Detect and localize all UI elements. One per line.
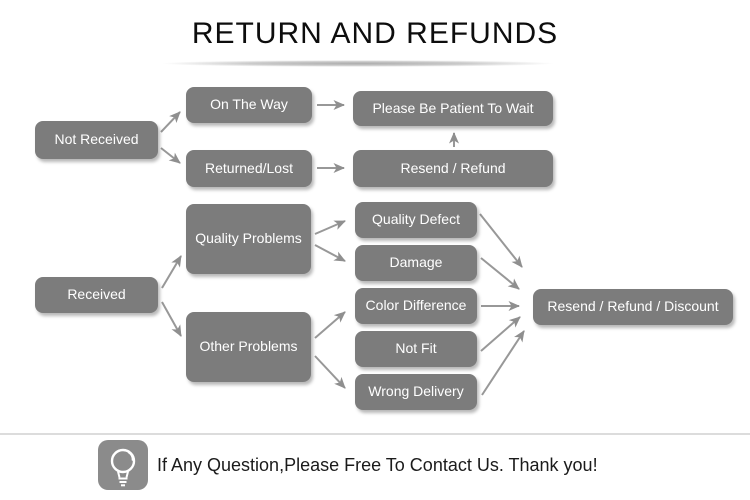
node-wrong-delivery: Wrong Delivery	[355, 374, 477, 410]
light-bulb-icon	[98, 440, 148, 490]
node-returned-lost: Returned/Lost	[186, 150, 312, 187]
edge-other-problems-to-wrong-delivery	[314, 355, 346, 389]
edge-other-problems-to-color-difference	[314, 311, 346, 339]
edge-received-to-quality-problems	[161, 255, 182, 289]
edge-quality-problems-to-quality-defect	[314, 220, 346, 235]
edge-quality-defect-to-final	[479, 213, 523, 268]
node-quality-defect: Quality Defect	[355, 202, 477, 238]
page-title: RETURN AND REFUNDS	[191, 17, 559, 50]
edge-not-received-to-returned-lost	[160, 147, 181, 164]
node-damage: Damage	[355, 245, 477, 281]
node-resend-refund: Resend / Refund	[353, 150, 553, 187]
node-received: Received	[35, 277, 158, 313]
node-not-received: Not Received	[35, 121, 158, 159]
node-on-the-way: On The Way	[186, 87, 312, 123]
node-resend-refund-discount: Resend / Refund / Discount	[533, 289, 733, 325]
node-color-difference: Color Difference	[355, 288, 477, 324]
node-please-be-patient-to-wait: Please Be Patient To Wait	[353, 91, 553, 126]
edge-received-to-other-problems	[161, 301, 182, 337]
title-underline	[158, 60, 558, 67]
footer-message: If Any Question,Please Free To Contact U…	[157, 454, 598, 475]
node-not-fit: Not Fit	[355, 331, 477, 367]
edge-wrong-delivery-to-final	[481, 330, 525, 396]
edge-quality-problems-to-damage	[314, 244, 346, 262]
edge-damage-to-final	[480, 257, 520, 290]
node-quality-problems: Quality Problems	[186, 204, 311, 274]
edge-not-fit-to-final	[480, 316, 521, 352]
node-other-problems: Other Problems	[186, 312, 311, 382]
footer-divider	[0, 433, 750, 435]
footer: If Any Question,Please Free To Contact U…	[98, 440, 598, 490]
edge-not-received-to-on-the-way	[160, 111, 181, 133]
